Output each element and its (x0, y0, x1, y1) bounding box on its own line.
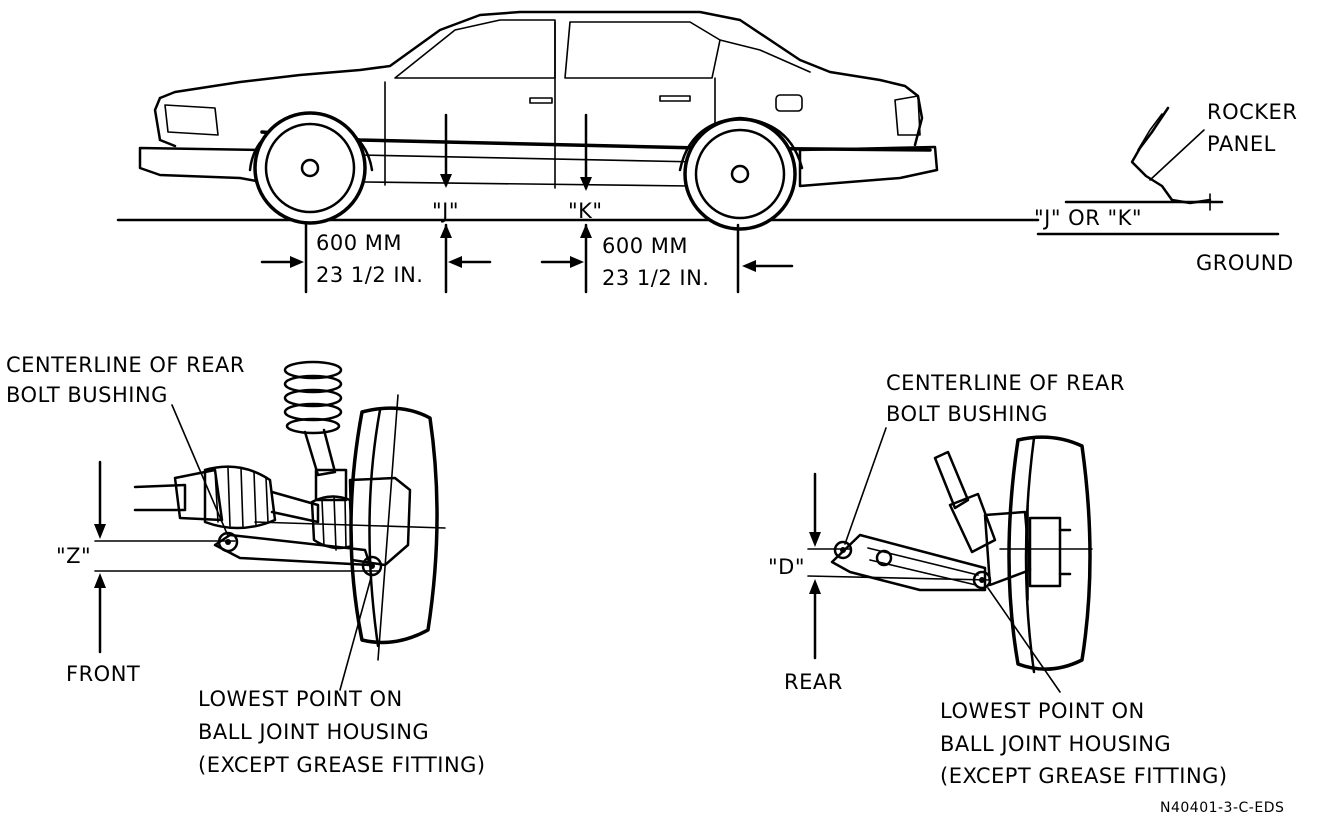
front-wheel (248, 111, 374, 225)
front-rear-bushing (217, 531, 239, 553)
front-centerline-line2: BOLT BUSHING (6, 383, 168, 407)
front-lowest-line2: BALL JOINT HOUSING (198, 720, 429, 744)
rear-tire (1007, 435, 1092, 674)
front-bumper (138, 146, 264, 184)
rocker-panel-profile (1130, 106, 1212, 205)
dim-rear-mm: 600 MM (602, 234, 688, 258)
rocker-line (364, 181, 691, 187)
j-or-k-label: "J" OR "K" (1034, 206, 1142, 230)
front-centerline-line1: CENTERLINE OF REAR (6, 353, 245, 377)
rear-strut-upper (933, 450, 970, 510)
car-side-view: "J" "K" 600 MM 23 1/2 IN. 600 MM 23 1/2 … (116, 10, 1280, 294)
lower-trim (359, 154, 701, 163)
front-door-handle (529, 97, 553, 104)
front-centerline-leader (171, 404, 229, 537)
rear-strut-body (948, 492, 997, 554)
rear-centerline-leader (844, 427, 887, 545)
half-shaft (270, 490, 320, 524)
rear-wheel (678, 116, 804, 231)
front-label: FRONT (66, 662, 140, 686)
rear-door-handle (659, 95, 691, 102)
front-suspension-diagram: "Z" FRONT CENTERLINE OF REAR BOLT BUSHIN… (6, 353, 486, 777)
c-pillar (719, 39, 811, 73)
front-coil-spring (283, 360, 343, 435)
k-mark-label: "K" (568, 199, 603, 223)
axle-stub (133, 483, 187, 512)
car-body-outline (158, 10, 924, 147)
front-lowest-leader (339, 573, 373, 691)
rocker-leader (1149, 129, 1205, 181)
front-window (394, 19, 556, 79)
front-lower-control-arm (213, 533, 372, 567)
front-lowest-line3: (EXCEPT GREASE FITTING) (198, 753, 486, 777)
rear-hub (1028, 516, 1062, 588)
rocker-label-line1: ROCKER (1207, 100, 1297, 124)
j-mark-label: "J" (432, 199, 459, 223)
steering-knuckle (348, 476, 412, 567)
dim-rear-in: 23 1/2 IN. (602, 266, 709, 290)
rear-lowest-line1: LOWEST POINT ON (940, 699, 1145, 723)
d-lower-ref (807, 575, 991, 581)
ground-label: GROUND (1196, 251, 1294, 275)
j-arrowhead-down (440, 174, 452, 188)
dim-front-mm: 600 MM (316, 231, 402, 255)
d-mark-label: "D" (768, 555, 805, 579)
k-arrowhead-up (580, 224, 592, 238)
front-tire (349, 394, 439, 661)
rear-label: REAR (784, 670, 843, 694)
rocker-label-line2: PANEL (1207, 132, 1276, 156)
rear-window (564, 21, 721, 79)
rear-rear-bushing (833, 540, 853, 560)
rear-arm-bushing (875, 549, 893, 567)
headlight (164, 104, 219, 136)
taillight (894, 95, 921, 136)
rear-lowest-line2: BALL JOINT HOUSING (940, 732, 1171, 756)
rear-centerline-line2: BOLT BUSHING (886, 402, 1048, 426)
strut-mount (314, 468, 348, 502)
inner-cv-boot (203, 465, 277, 530)
k-arrowhead-down (580, 177, 592, 191)
fuel-door (775, 94, 803, 112)
rear-bumper (798, 145, 939, 188)
rear-suspension-diagram: "D" REAR CENTERLINE OF REAR BOLT BUSHING… (768, 371, 1228, 788)
rear-lowest-leader (987, 587, 1061, 693)
car-nose (153, 96, 177, 148)
front-strut (303, 428, 337, 477)
rear-lowest-line3: (EXCEPT GREASE FITTING) (940, 764, 1228, 788)
dim-front-in: 23 1/2 IN. (316, 263, 423, 287)
rear-centerline-line1: CENTERLINE OF REAR (886, 371, 1125, 395)
z-mark-label: "Z" (56, 544, 91, 568)
rocker-panel-detail: ROCKER PANEL "J" OR "K" GROUND (1034, 100, 1297, 275)
rear-lower-control-arm (830, 533, 987, 592)
figure-code: N40401-3-C-EDS (1160, 800, 1284, 816)
front-lowest-line1: LOWEST POINT ON (198, 687, 403, 711)
j-arrowhead-up (440, 224, 452, 238)
